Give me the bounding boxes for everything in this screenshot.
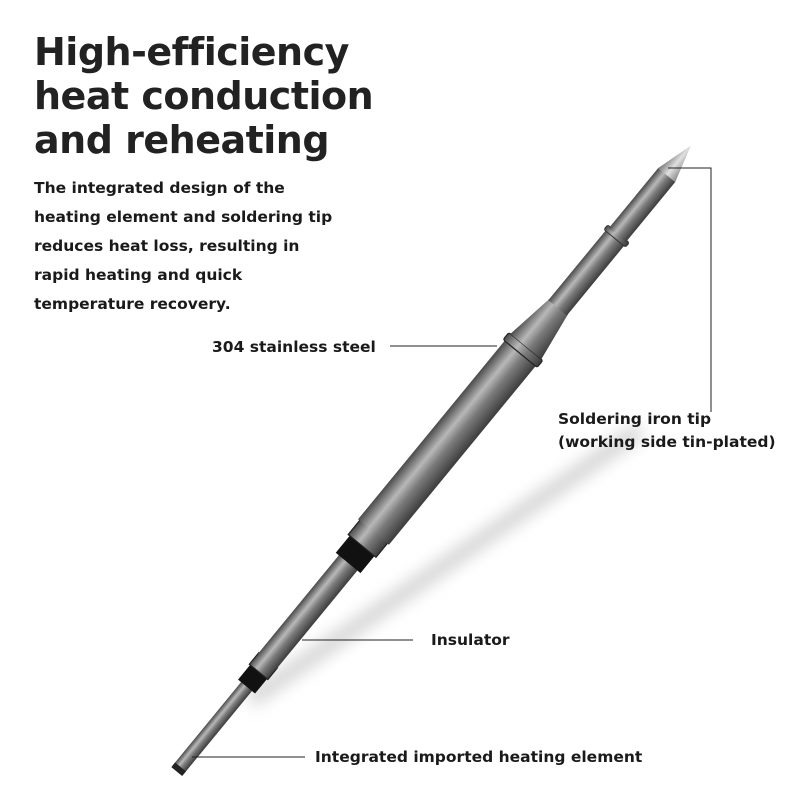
headline-line-1: High-efficiency — [34, 30, 349, 74]
callout-tip-line-1: Soldering iron tip — [558, 410, 712, 428]
headline: High-efficiency heat conduction and rehe… — [34, 30, 374, 162]
description-line: temperature recovery. — [34, 295, 231, 313]
callout-steel: 304 stainless steel — [212, 338, 376, 356]
soldering-tip — [171, 145, 691, 776]
description: The integrated design of the heating ele… — [34, 174, 374, 319]
headline-line-3: and reheating — [34, 118, 330, 162]
callout-insulator: Insulator — [431, 631, 510, 649]
headline-line-2: heat conduction — [34, 74, 374, 118]
description-line: reduces heat loss, resulting in — [34, 237, 300, 255]
description-line: rapid heating and quick — [34, 266, 243, 284]
callout-tip-line-2: (working side tin-plated) — [558, 433, 776, 451]
callout-heating-element: Integrated imported heating element — [315, 748, 643, 766]
description-line: The integrated design of the — [34, 179, 285, 197]
shadow — [245, 423, 645, 707]
leader-tip — [668, 167, 712, 412]
description-line: heating element and soldering tip — [34, 208, 333, 226]
